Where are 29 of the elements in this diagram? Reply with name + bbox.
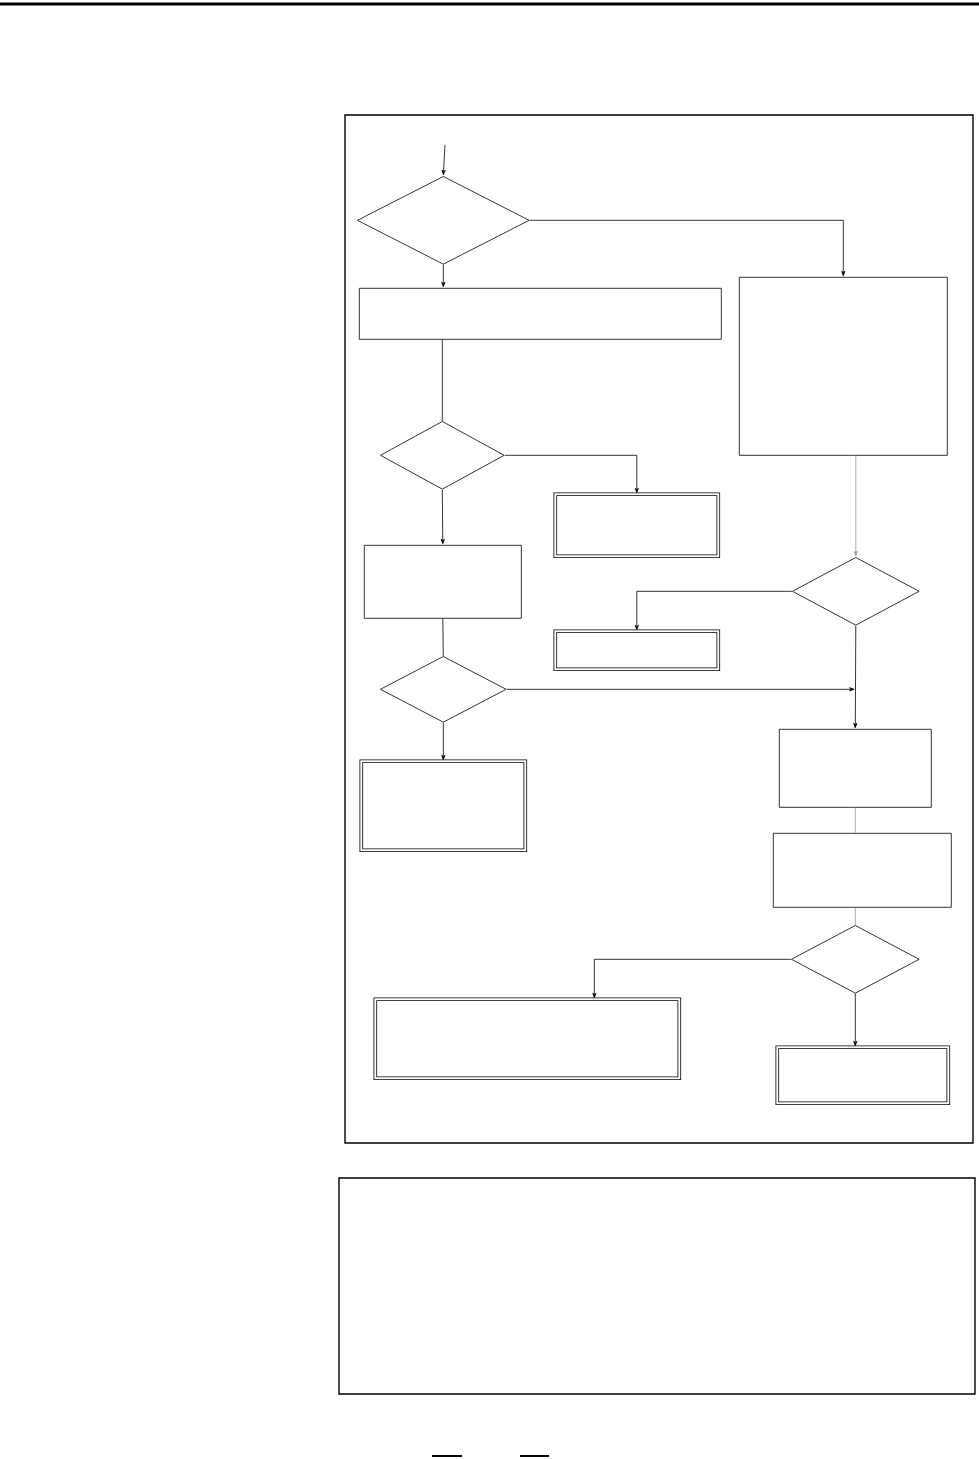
- decision-diamond: [792, 557, 920, 626]
- arrow: [441, 264, 446, 288]
- process-box: [738, 276, 948, 456]
- arrow: [441, 144, 446, 176]
- arrow: [853, 993, 858, 1047]
- decision-diamond: [380, 421, 505, 490]
- process-box: [358, 287, 722, 340]
- arrow: [853, 625, 858, 729]
- decision-diamond: [357, 176, 530, 265]
- process-box: [778, 728, 932, 808]
- frame-box: [338, 1177, 976, 1395]
- arrow: [853, 455, 858, 557]
- terminal-box: [553, 629, 721, 672]
- arrow: [634, 590, 793, 631]
- arrow: [592, 958, 792, 999]
- process-box: [772, 832, 952, 908]
- process-box: [363, 544, 522, 619]
- terminal-box: [775, 1045, 951, 1106]
- arrow: [529, 219, 846, 277]
- terminal-box: [359, 759, 528, 853]
- decision-diamond: [791, 925, 920, 994]
- arrow: [506, 687, 855, 692]
- arrow: [441, 722, 446, 761]
- arrow: [504, 454, 639, 494]
- frame-box: [344, 114, 974, 1144]
- terminal-box: [553, 492, 721, 559]
- decision-diamond: [380, 656, 507, 723]
- terminal-box: [373, 997, 682, 1081]
- arrow: [440, 489, 445, 545]
